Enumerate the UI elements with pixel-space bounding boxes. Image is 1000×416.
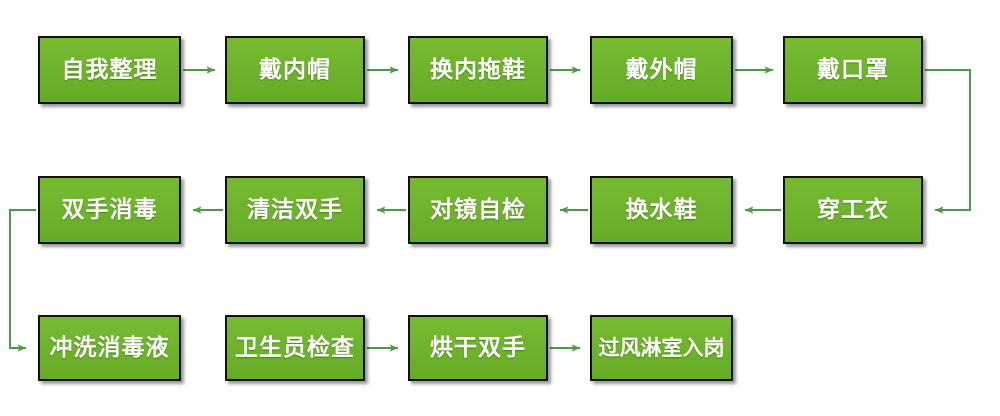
node-label: 戴外帽 xyxy=(625,56,698,83)
node-label: 穿工衣 xyxy=(817,196,889,223)
node-label: 过风淋室入岗 xyxy=(598,335,725,360)
process-node-wear-mask[interactable]: 戴口罩 xyxy=(783,36,923,104)
node-label: 卫生员检查 xyxy=(235,334,355,361)
node-label: 对镜自检 xyxy=(430,196,526,223)
process-node-hygienist-inspection[interactable]: 卫生员检查 xyxy=(225,315,365,381)
process-node-change-inner-slippers[interactable]: 换内拖鞋 xyxy=(408,36,548,104)
process-node-self-grooming[interactable]: 自我整理 xyxy=(38,36,181,104)
node-label: 换水鞋 xyxy=(625,196,698,223)
process-node-clean-hands[interactable]: 清洁双手 xyxy=(225,176,365,244)
node-label: 清洁双手 xyxy=(247,196,343,223)
process-node-rinse-disinfectant[interactable]: 冲洗消毒液 xyxy=(38,315,181,381)
node-label: 冲洗消毒液 xyxy=(49,334,170,361)
node-label: 戴内帽 xyxy=(259,56,331,83)
process-node-wear-outer-cap[interactable]: 戴外帽 xyxy=(590,36,733,104)
process-node-dry-hands[interactable]: 烘干双手 xyxy=(408,315,548,381)
node-label: 双手消毒 xyxy=(61,196,158,223)
process-node-wear-work-clothes[interactable]: 穿工衣 xyxy=(783,176,923,244)
process-node-air-shower-enter-post[interactable]: 过风淋室入岗 xyxy=(590,315,733,381)
node-label: 烘干双手 xyxy=(430,334,526,361)
node-label: 换内拖鞋 xyxy=(430,56,526,83)
process-node-mirror-self-check[interactable]: 对镜自检 xyxy=(408,176,548,244)
node-label: 戴口罩 xyxy=(817,56,889,83)
process-node-disinfect-hands[interactable]: 双手消毒 xyxy=(38,176,181,244)
process-node-wear-inner-cap[interactable]: 戴内帽 xyxy=(225,36,365,104)
connector-n6-n11 xyxy=(9,209,36,352)
node-label: 自我整理 xyxy=(61,56,158,83)
connector-n5-n10 xyxy=(925,69,971,214)
process-node-change-water-shoes[interactable]: 换水鞋 xyxy=(590,176,733,244)
